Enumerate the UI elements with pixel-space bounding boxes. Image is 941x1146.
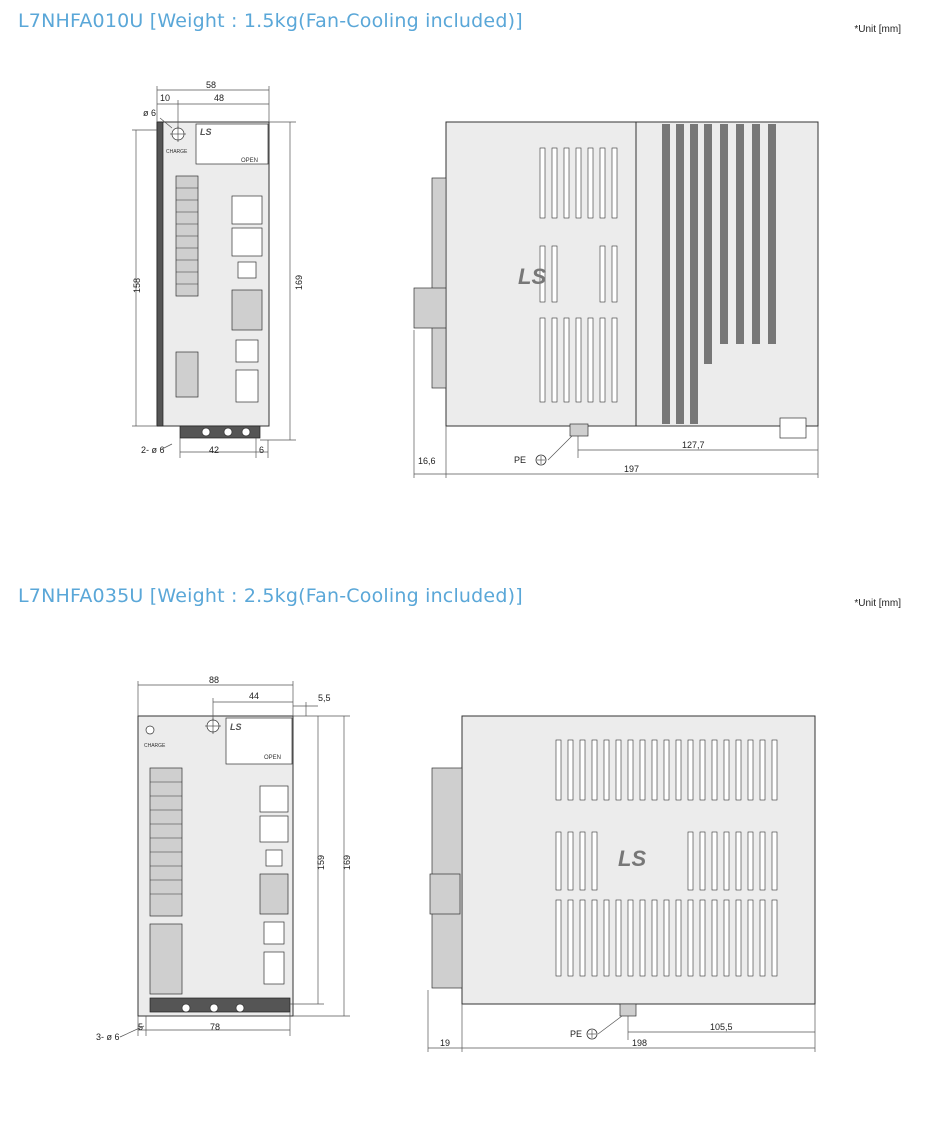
feedback-port-2 — [263, 951, 285, 985]
charge-label-1: CHARGE — [166, 149, 188, 155]
ethernet-port-2b — [259, 815, 289, 843]
dim-hole-offset-1: 10 — [160, 93, 170, 103]
dim-height-left-1: 158 — [132, 278, 142, 293]
dim-height-left-2: 159 — [316, 855, 326, 870]
section-2-title: L7NHFA035U [Weight : 2.5kg(Fan-Cooling i… — [18, 585, 523, 607]
section-2-unit: *Unit [mm] — [854, 598, 901, 609]
side-view-2: LS — [429, 715, 816, 1017]
dim-height-right-1: 169 — [294, 275, 304, 290]
front-view-1: LS OPEN CHARGE — [156, 121, 270, 439]
open-label-1: OPEN — [241, 158, 258, 164]
side-body-1 — [445, 121, 819, 427]
dim-side-total-2: 198 — [632, 1038, 647, 1048]
dim-bottom-width-2: 78 — [210, 1022, 220, 1032]
dim-side-left-2: 19 — [440, 1038, 450, 1048]
open-label-2: OPEN — [264, 755, 281, 761]
encoder-port-2 — [263, 921, 285, 945]
ethernet-port-1a — [231, 195, 263, 225]
front-dims-1: 58 10 48 ø 6 158 169 2- ø 6 42 6 — [132, 80, 304, 458]
section-1-unit: *Unit [mm] — [854, 24, 901, 35]
front-view-2: CHARGE LS OPEN — [137, 715, 294, 1017]
pe-label-1: PE — [514, 455, 526, 465]
side-dims-1: 16,6 197 127,7 PE — [413, 330, 819, 478]
side-view-1: LS — [413, 121, 819, 439]
side-vents-2 — [555, 739, 778, 977]
side-brand-logo-2: LS — [618, 846, 646, 871]
terminal-block-top-2 — [149, 767, 183, 917]
pe-label-2: PE — [570, 1029, 582, 1039]
ethernet-port-2a — [259, 785, 289, 813]
side-plug-2 — [429, 873, 461, 915]
dim-top-offset-2: 5,5 — [318, 693, 331, 703]
encoder-port-1 — [235, 339, 259, 363]
pe-terminal-1 — [569, 423, 589, 437]
display-window-1 — [195, 123, 269, 165]
usb-port-1 — [237, 261, 257, 279]
dim-side-total-1: 197 — [624, 464, 639, 474]
brand-logo-small-1: LS — [200, 127, 212, 137]
mount-hole-top-2 — [145, 725, 155, 735]
bottom-fins-1 — [179, 425, 261, 439]
side-foot-1 — [779, 417, 807, 439]
side-brand-logo-1: LS — [518, 264, 546, 289]
io-connector-2 — [259, 873, 289, 915]
dim-bottom-offset-1: 6 — [259, 445, 264, 455]
side-dims-2: 19 198 105,5 PE — [427, 990, 816, 1052]
dim-top-width-1: 58 — [206, 80, 216, 90]
front-left-rail-1 — [156, 121, 164, 427]
dim-right-width-1: 48 — [214, 93, 224, 103]
bottom-fins-2 — [149, 997, 291, 1013]
dim-height-right-2: 169 — [342, 855, 352, 870]
dim-bottom-holes-1: 2- ø 6 — [141, 445, 165, 455]
front-dims-2: 88 44 5,5 159 169 5 78 3- ø 6 — [96, 675, 352, 1042]
io-connector-1 — [231, 289, 263, 331]
dim-side-inner-2: 105,5 — [710, 1022, 733, 1032]
side-vents-1 — [539, 147, 618, 403]
side-plug-1 — [413, 287, 447, 329]
dim-side-left-1: 16,6 — [418, 456, 436, 466]
dim-right-width-2: 44 — [249, 691, 259, 701]
side-connectors-1 — [431, 177, 447, 389]
feedback-port-1 — [235, 369, 259, 403]
pe-terminal-2 — [619, 1003, 637, 1017]
display-window-2 — [225, 717, 293, 765]
dim-bottom-width-1: 42 — [209, 445, 219, 455]
dim-bottom-holes-2: 3- ø 6 — [96, 1032, 120, 1042]
terminal-block-bottom-2 — [149, 923, 183, 995]
side-body-2 — [461, 715, 816, 1005]
side-heatsink-1 — [662, 124, 776, 424]
charge-label-2: CHARGE — [144, 743, 166, 749]
terminal-block-bottom-1 — [175, 351, 199, 398]
usb-port-2 — [265, 849, 283, 867]
brand-logo-small-2: LS — [230, 722, 242, 732]
dim-top-width-2: 88 — [209, 675, 219, 685]
dim-side-inner-1: 127,7 — [682, 440, 705, 450]
section-1-title: L7NHFA010U [Weight : 1.5kg(Fan-Cooling i… — [18, 10, 523, 32]
ethernet-port-1b — [231, 227, 263, 257]
dim-hole-dia-1: ø 6 — [143, 108, 156, 118]
dim-bottom-offset-2: 5 — [138, 1022, 143, 1032]
